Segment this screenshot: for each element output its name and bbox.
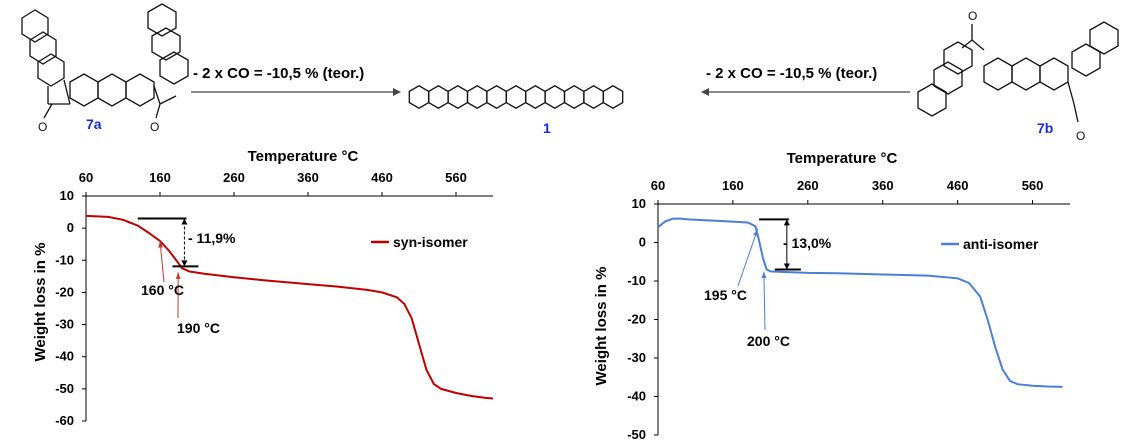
end-arrow-head xyxy=(761,271,767,279)
onset-label: 195 °C xyxy=(704,287,747,303)
annotations xyxy=(137,217,199,319)
x-tick-label: 60 xyxy=(651,178,665,193)
acene-ring xyxy=(505,85,527,109)
legend-label: syn-isomer xyxy=(393,234,468,250)
y-tick-labels: 10 0 -10 -20 -30 -40 -50 -60 xyxy=(55,188,74,428)
x-axis-title: Temperature °C xyxy=(248,148,359,165)
step-arrowhead-down xyxy=(783,263,790,270)
chart-syn-isomer: Temperature °C 60 160 260 360 460 560 10 0 -10 -… xyxy=(32,148,494,428)
y-tick-label: 0 xyxy=(67,220,74,235)
y-tick-label: -20 xyxy=(55,284,74,299)
reaction-label-left: - 2 x CO = -10,5 % (teor.) xyxy=(193,65,364,82)
compound-7a-structure: O O xyxy=(21,3,189,134)
chart-anti-isomer: Temperature °C 60 160 260 360 460 560 10 0 -10 -… xyxy=(593,150,1070,442)
x-tick-label: 460 xyxy=(371,170,393,185)
oxygen-top-7b: O xyxy=(968,9,977,23)
onset-arrow-head xyxy=(753,229,758,237)
onset-arrow-head xyxy=(158,241,164,248)
y-tick-label: -30 xyxy=(627,350,646,365)
end-arrow xyxy=(763,271,766,331)
series-line-syn-isomer xyxy=(85,214,494,400)
y-tick-label: -40 xyxy=(627,389,646,404)
compound-label-1: 1 xyxy=(543,120,551,136)
end-label: 200 °C xyxy=(747,333,790,349)
acene-ring xyxy=(486,85,507,109)
compound-label-7b: 7b xyxy=(1037,120,1053,136)
reaction-arrow-left xyxy=(701,88,910,96)
end-label: 190 °C xyxy=(177,320,220,336)
y-tick-label: 10 xyxy=(632,196,646,211)
x-tick-label: 460 xyxy=(947,178,969,193)
compound-1-structure xyxy=(408,85,624,109)
acene-ring xyxy=(544,85,566,109)
axes xyxy=(654,200,1070,436)
x-tick-label: 260 xyxy=(797,178,819,193)
x-tick-label: 60 xyxy=(79,170,93,185)
oxygen-right-7a: O xyxy=(150,120,159,134)
y-tick-label: -50 xyxy=(55,381,74,396)
axes xyxy=(82,192,493,422)
compound-label-7a: 7a xyxy=(86,116,102,132)
x-tick-label: 560 xyxy=(445,170,467,185)
reaction-scheme: O O 7a - 2 x CO = -10,5 % (teor.) 1 - 2 … xyxy=(21,3,1119,143)
onset-arrow xyxy=(159,240,165,283)
y-tick-label: -10 xyxy=(55,252,74,267)
y-axis-title: Weight loss in % xyxy=(32,243,49,362)
y-tick-label: -60 xyxy=(55,413,74,428)
y-tick-labels: 10 0 -10 -20 -30 -40 -50 xyxy=(627,196,646,442)
step-arrowhead-down xyxy=(181,260,188,267)
series-line-anti-isomer xyxy=(657,217,1063,388)
acene-ring xyxy=(525,85,546,109)
y-tick-label: 0 xyxy=(639,235,646,250)
y-tick-label: 10 xyxy=(60,188,74,203)
legend-label: anti-isomer xyxy=(963,236,1039,252)
acene-ring xyxy=(583,85,604,109)
onset-label: 160 °C xyxy=(141,282,184,298)
x-tick-label: 360 xyxy=(297,170,319,185)
step-arrowhead-up xyxy=(181,218,188,225)
onset-arrow xyxy=(737,228,759,287)
x-tick-label: 160 xyxy=(722,178,744,193)
oxygen-bottom-7b: O xyxy=(1076,129,1085,143)
acene-ring xyxy=(466,85,488,109)
acene-ring xyxy=(602,85,624,109)
end-arrow-head xyxy=(175,272,181,279)
reaction-label-right: - 2 x CO = -10,5 % (teor.) xyxy=(706,65,877,82)
y-tick-label: -20 xyxy=(627,312,646,327)
annotations xyxy=(737,218,801,331)
x-tick-label: 360 xyxy=(872,178,894,193)
step-label: - 13,0% xyxy=(783,235,832,251)
step-arrowhead-up xyxy=(783,219,790,226)
acene-ring xyxy=(408,85,430,109)
oxygen-left-7a: O xyxy=(38,120,47,134)
compound-7b-structure: O O xyxy=(917,9,1119,143)
y-tick-label: -40 xyxy=(55,349,74,364)
acene-ring xyxy=(428,85,449,109)
x-tick-label: 160 xyxy=(149,170,171,185)
step-label: - 11,9% xyxy=(188,230,236,246)
x-axis-title: Temperature °C xyxy=(787,150,898,167)
acene-ring xyxy=(447,85,469,109)
x-tick-label: 260 xyxy=(223,170,245,185)
y-tick-label: -10 xyxy=(627,273,646,288)
reaction-arrow-right xyxy=(191,88,401,96)
acene-ring xyxy=(563,85,585,109)
x-tick-labels: 60 160 260 360 460 560 xyxy=(79,170,467,185)
x-tick-label: 560 xyxy=(1022,178,1044,193)
y-tick-label: -30 xyxy=(55,317,74,332)
x-tick-labels: 60 160 260 360 460 560 xyxy=(651,178,1044,193)
y-tick-label: -50 xyxy=(627,427,646,442)
y-axis-title: Weight loss in % xyxy=(593,267,610,386)
